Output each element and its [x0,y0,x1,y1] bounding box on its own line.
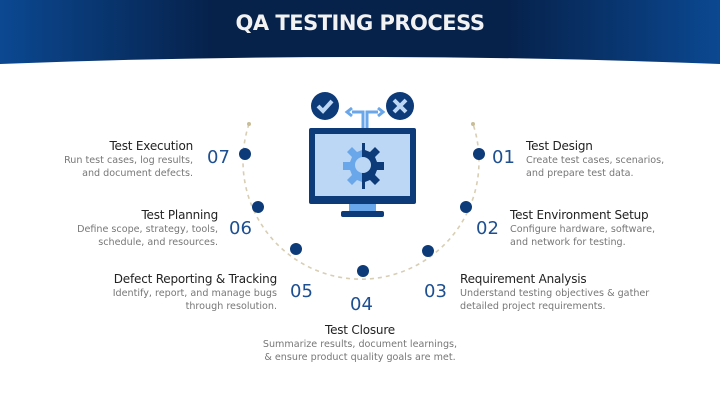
dot-02 [460,201,472,213]
step-06-desc: Define scope, strategy, tools,schedule, … [77,224,218,248]
step-07-desc: Run test cases, log results,and document… [64,155,193,179]
step-02-title: Test Environment Setup [510,208,649,222]
step-01-desc: Create test cases, scenarios,and prepare… [526,155,665,179]
dot-07 [239,148,251,160]
arc-end-dot [247,122,251,126]
step-06-number: 06 [229,218,252,239]
monitor-icon [309,92,416,217]
step-05-title: Defect Reporting & Tracking [113,272,277,286]
dot-04 [357,265,369,277]
page-title: QA TESTING PROCESS [235,11,485,35]
step-04-title: Test Closure [324,323,395,337]
step-03-title: Requirement Analysis [460,272,587,286]
step-04-desc: Summarize results, document learnings,& … [262,339,458,363]
arc-end-dot [471,122,475,126]
step-02-number: 02 [476,218,499,239]
step-05-number: 05 [290,281,313,302]
dot-01 [473,148,485,160]
gear-icon [343,143,384,189]
step-07-number: 07 [207,147,230,168]
step-06-title: Test Planning [141,208,218,222]
step-03-number: 03 [424,281,447,302]
dashed-arc [242,123,480,280]
dot-03 [422,245,434,257]
dot-05 [290,243,302,255]
dot-06 [252,201,264,213]
step-01-number: 01 [492,147,515,168]
header-banner [0,0,720,64]
step-01-title: Test Design [526,139,593,153]
step-04-number: 04 [350,294,373,315]
step-dots [239,148,485,277]
step-02-desc: Configure hardware, software,and network… [510,224,656,248]
step-07-title: Test Execution [109,139,193,153]
